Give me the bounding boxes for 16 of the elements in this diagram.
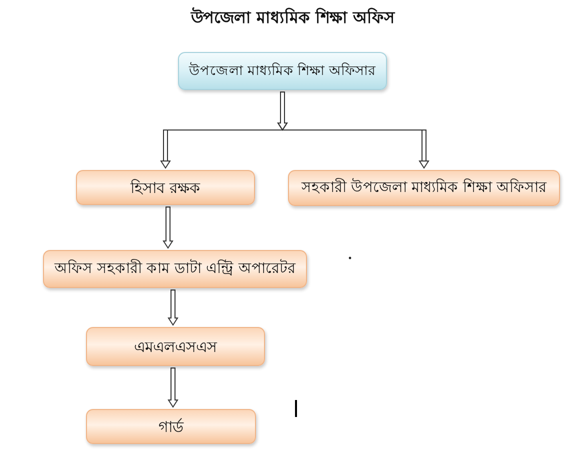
box-label: অফিস সহকারী কাম ডাটা এন্ট্রি অপারেটর xyxy=(54,259,296,279)
rounded-box xyxy=(86,409,256,444)
rounded-box xyxy=(86,327,265,366)
rounded-box xyxy=(288,170,560,206)
rounded-box xyxy=(43,250,307,288)
arrow xyxy=(168,290,178,326)
title: উপজেলা মাধ্যমিক শিক্ষা অফিস xyxy=(191,7,395,29)
rounded-box xyxy=(178,52,387,90)
arrow xyxy=(168,368,178,408)
box-label: গার্ড xyxy=(158,416,184,436)
box-label: হিসাব রক্ষক xyxy=(130,178,200,198)
rounded-box xyxy=(76,170,255,205)
box-label: এমএলএসএস xyxy=(134,336,217,356)
box-label: সহকারী উপজেলা মাধ্যমিক শিক্ষা অফিসার xyxy=(301,178,547,198)
box-label: উপজেলা মাধ্যমিক শিক্ষা অফিসার xyxy=(189,61,376,81)
arrow xyxy=(162,206,174,249)
